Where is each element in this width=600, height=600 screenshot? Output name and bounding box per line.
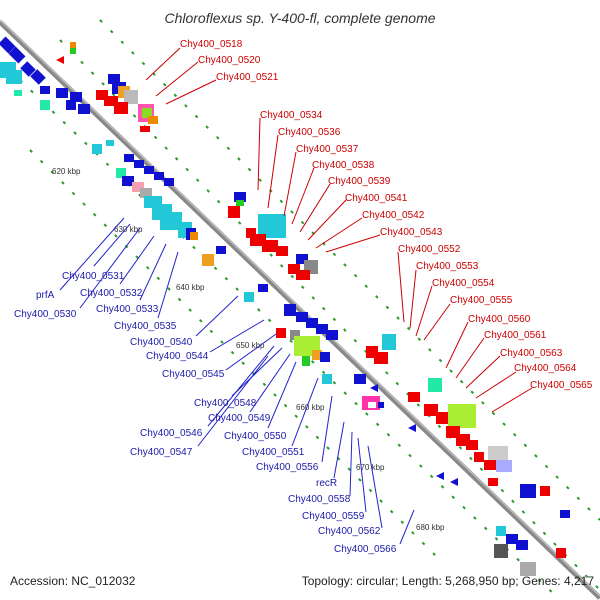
kbp-label: 670 kbp xyxy=(356,463,385,472)
red-leaders xyxy=(145,47,533,413)
gene-label: Chy400_0563 xyxy=(500,348,563,359)
gene-cluster-0518 xyxy=(96,74,158,132)
kbp-label: 630 kbp xyxy=(114,225,143,234)
gene-label: Chy400_0521 xyxy=(216,72,279,83)
gene-label: recR xyxy=(316,478,337,489)
accession-info: Accession: NC_012032 xyxy=(10,574,135,588)
gene-label: Chy400_0561 xyxy=(484,330,547,341)
blue-gene-labels: Chy400_0531 prfA Chy400_0532 Chy400_0530… xyxy=(14,271,397,555)
length-label: Length: xyxy=(401,574,442,588)
gene-label: Chy400_0541 xyxy=(345,193,408,204)
gene-label: Chy400_0546 xyxy=(140,428,203,439)
kbp-label: 620 kbp xyxy=(52,167,81,176)
gene-label: Chy400_0537 xyxy=(296,144,359,155)
gene-label: Chy400_0554 xyxy=(432,278,495,289)
gene-label: Chy400_0542 xyxy=(362,210,425,221)
gene-cluster-0530 xyxy=(92,140,268,302)
gene-cluster-bottom xyxy=(436,472,570,576)
gene-label: Chy400_0539 xyxy=(328,176,391,187)
gene-cluster-top xyxy=(0,36,90,114)
gene-label: Chy400_0545 xyxy=(162,369,225,380)
gene-label: Chy400_0566 xyxy=(334,544,397,555)
gene-label: Chy400_0555 xyxy=(450,295,513,306)
kbp-label: 660 kbp xyxy=(296,403,325,412)
gene-label: Chy400_0552 xyxy=(398,244,461,255)
topology-label: Topology: xyxy=(301,574,354,588)
gene-label: Chy400_0559 xyxy=(302,511,365,522)
gene-label: Chy400_0558 xyxy=(288,494,351,505)
kbp-label: 680 kbp xyxy=(416,523,445,532)
gene-label: prfA xyxy=(36,290,55,301)
gene-label: Chy400_0532 xyxy=(80,288,143,299)
gene-label: Chy400_0548 xyxy=(194,398,257,409)
gene-label: Chy400_0564 xyxy=(514,363,577,374)
gene-label: Chy400_0562 xyxy=(318,526,381,537)
gene-label: Chy400_0551 xyxy=(242,447,305,458)
gene-cluster-0544 xyxy=(276,304,338,384)
length-value: 5,268,950 bp; xyxy=(445,574,519,588)
gene-label: Chy400_0540 xyxy=(130,337,193,348)
kbp-label: 640 kbp xyxy=(176,283,205,292)
gene-label: Chy400_0533 xyxy=(96,304,159,315)
gene-label: Chy400_0534 xyxy=(260,110,323,121)
gene-cluster-0552 xyxy=(354,334,550,498)
blue-leaders xyxy=(59,217,415,545)
gene-label: Chy400_0553 xyxy=(416,261,479,272)
genes-label: Genes: xyxy=(521,574,561,588)
kbp-labels: 620 kbp 630 kbp 640 kbp 650 kbp 660 kbp … xyxy=(52,167,445,532)
gene-label: Chy400_0550 xyxy=(224,431,287,442)
topology-value: circular; xyxy=(356,574,399,588)
genome-backbone xyxy=(0,20,600,600)
genes-value: 4,217 xyxy=(563,574,594,588)
gene-cluster-0534 xyxy=(228,192,318,280)
kbp-label: 650 kbp xyxy=(236,341,265,350)
gene-label: Chy400_0531 xyxy=(62,271,125,282)
red-gene-labels: Chy400_0518 Chy400_0520 Chy400_0521 Chy4… xyxy=(180,39,593,391)
gene-label: Chy400_0538 xyxy=(312,160,375,171)
gene-label: Chy400_0530 xyxy=(14,309,77,320)
gene-label: Chy400_0518 xyxy=(180,39,243,50)
accession-label: Accession: xyxy=(10,574,69,588)
gene-label: Chy400_0543 xyxy=(380,227,443,238)
accession-value: NC_012032 xyxy=(71,574,136,588)
gene-label: Chy400_0549 xyxy=(208,413,271,424)
gene-label: Chy400_0547 xyxy=(130,447,193,458)
map-title: Chloroflexus sp. Y-400-fl, complete geno… xyxy=(164,10,436,26)
gene-label: Chy400_0556 xyxy=(256,462,319,473)
gene-label: Chy400_0560 xyxy=(468,314,531,325)
gene-label: Chy400_0520 xyxy=(198,55,261,66)
gene-label: Chy400_0535 xyxy=(114,321,177,332)
gene-label: Chy400_0536 xyxy=(278,127,341,138)
gene-label: Chy400_0565 xyxy=(530,380,593,391)
gene-label: Chy400_0544 xyxy=(146,351,209,362)
genome-stats: Topology: circular; Length: 5,268,950 bp… xyxy=(302,574,594,588)
